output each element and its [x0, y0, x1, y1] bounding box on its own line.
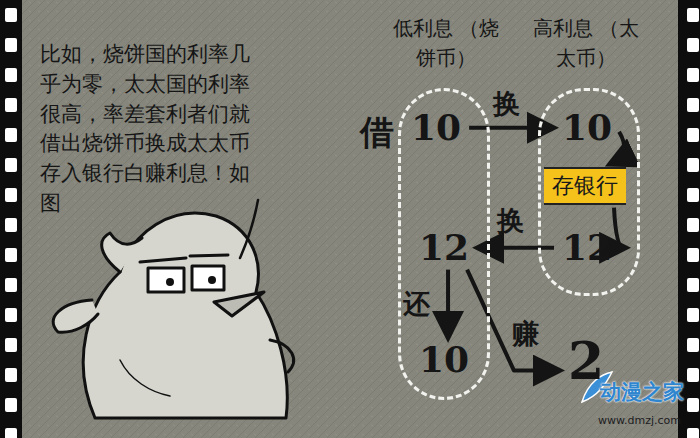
column-loop: 高利息 （太太币）10存银行12	[538, 88, 640, 296]
arrow-label: 赚	[512, 316, 539, 352]
film-strip	[678, 0, 700, 438]
borrow-label: 借	[360, 110, 394, 156]
node-text: 12	[562, 228, 612, 268]
node-text: 10	[411, 108, 461, 148]
node-text: 10	[562, 108, 612, 148]
bank-box: 存银行	[544, 167, 626, 205]
watermark: 动漫之家	[600, 378, 684, 406]
bird-character	[53, 200, 293, 418]
flow-arrow	[446, 270, 450, 335]
node-text: 12	[419, 228, 469, 268]
arrow-label: 换	[493, 86, 520, 122]
amount-number: 10	[556, 108, 618, 148]
column-loop: 低利息 （烧饼币）101210	[398, 88, 490, 400]
amount-number: 10	[413, 340, 475, 380]
explanation-text: 比如，烧饼国的利率几乎为零，太太国的利率很高，率差套利者们就借出烧饼币换成太太币…	[40, 40, 254, 219]
node-text: 2	[568, 332, 604, 389]
node-text: 存银行	[552, 171, 618, 201]
node-text: 10	[419, 340, 469, 380]
amount-number: 12	[556, 228, 618, 268]
film-strip	[0, 0, 22, 438]
sprocket-holes	[0, 0, 22, 438]
sprocket-holes	[678, 0, 700, 438]
column-heading: 高利息 （太太币）	[527, 13, 645, 73]
arrow-label: 还	[403, 286, 430, 322]
amount-number: 12	[413, 228, 475, 268]
flow-arrow	[612, 132, 624, 163]
watermark-url: www.dmzj.com	[598, 414, 681, 427]
amount-number: 10	[405, 108, 467, 148]
flow-arrow	[614, 208, 623, 248]
flow-arrow	[480, 246, 554, 250]
arrow-label: 换	[497, 203, 524, 239]
flow-arrow	[467, 270, 557, 371]
column-heading: 低利息 （烧饼币）	[387, 13, 505, 73]
